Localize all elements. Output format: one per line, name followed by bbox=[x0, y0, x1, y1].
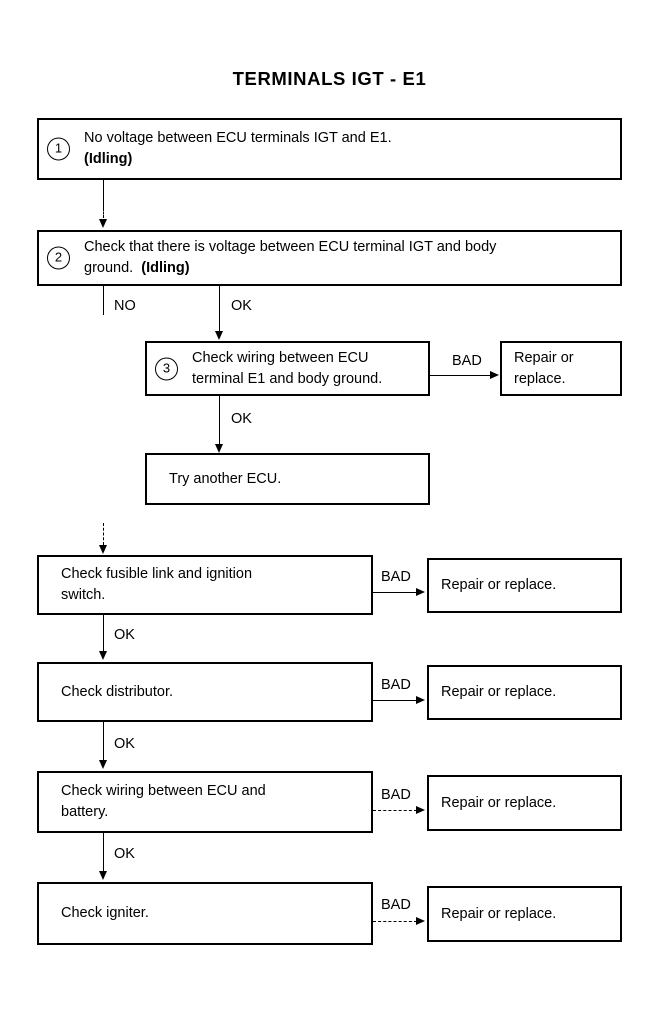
arrowhead-wiring-repair bbox=[416, 806, 425, 814]
connector-fusible-ok bbox=[103, 615, 104, 652]
node-repair-igniter-text: Repair or replace. bbox=[441, 905, 557, 922]
arrowhead-step2-step3 bbox=[215, 331, 223, 340]
edge-label-no: NO bbox=[114, 298, 136, 314]
node-step3-line1: Check wiring between ECU bbox=[192, 349, 369, 366]
node-check-igniter[interactable]: Check igniter. bbox=[37, 882, 373, 945]
arrowhead-wiring-igniter bbox=[99, 871, 107, 880]
node-check-wiring-battery-text: Check wiring between ECU and battery. bbox=[39, 781, 266, 823]
node-repair-fusible-text: Repair or replace. bbox=[441, 577, 557, 593]
node-check-distributor[interactable]: Check distributor. bbox=[37, 662, 373, 722]
connector-distributor-ok bbox=[103, 722, 104, 760]
node-step2-text: Check that there is voltage between ECU … bbox=[39, 237, 496, 279]
connector-step3-bad bbox=[430, 375, 491, 376]
node-repair-fusible[interactable]: Repair or replace. bbox=[427, 558, 622, 613]
node-step1-line2: (Idling) bbox=[84, 151, 133, 167]
arrowhead-step1-step2 bbox=[99, 219, 107, 228]
node-check-distributor-text: Check distributor. bbox=[61, 683, 174, 700]
connector-step2-ok bbox=[219, 286, 220, 332]
node-try-another-ecu-text: Try another ECU. bbox=[169, 470, 282, 487]
node-step2-line2: ground. bbox=[84, 260, 134, 276]
arrowhead-fusible-distributor bbox=[99, 651, 107, 660]
arrowhead-igniter-repair bbox=[416, 917, 425, 925]
step-number-3: 3 bbox=[155, 357, 178, 380]
node-step1-text: No voltage between ECU terminals IGT and… bbox=[39, 128, 392, 170]
node-repair-step3-text: Repair or replace. bbox=[514, 349, 574, 387]
edge-label-bad-step3: BAD bbox=[452, 353, 482, 369]
connector-step1-step2-dash bbox=[103, 208, 104, 218]
edge-label-ok-distributor: OK bbox=[114, 736, 135, 752]
node-step2[interactable]: 2 Check that there is voltage between EC… bbox=[37, 230, 622, 286]
edge-label-bad-igniter: BAD bbox=[381, 897, 411, 913]
node-try-another-ecu[interactable]: Try another ECU. bbox=[145, 453, 430, 505]
node-step3[interactable]: 3 Check wiring between ECU terminal E1 an… bbox=[145, 341, 430, 396]
connector-step1-step2 bbox=[103, 180, 104, 208]
arrowhead-distributor-repair bbox=[416, 696, 425, 704]
node-step1-line1: No voltage between ECU terminals IGT and… bbox=[84, 130, 392, 146]
step-number-2: 2 bbox=[47, 246, 70, 270]
edge-label-bad-distributor: BAD bbox=[381, 677, 411, 693]
node-step3-text: Check wiring between ECU terminal E1 and … bbox=[147, 348, 382, 390]
arrowhead-distributor-wiring bbox=[99, 760, 107, 769]
node-check-fusible-link[interactable]: Check fusible link and ignition switch. bbox=[37, 555, 373, 615]
arrowhead-step3-repair bbox=[490, 371, 499, 379]
edge-label-bad-wiring: BAD bbox=[381, 787, 411, 803]
connector-no-to-fusible-dash bbox=[103, 523, 104, 545]
node-check-wiring-battery[interactable]: Check wiring between ECU and battery. bbox=[37, 771, 373, 833]
connector-distributor-bad bbox=[373, 700, 417, 701]
node-step2-line2b: (Idling) bbox=[141, 260, 190, 276]
node-check-fusible-link-line1: Check fusible link and ignition bbox=[61, 566, 253, 582]
node-check-wiring-battery-line1: Check wiring between ECU and bbox=[61, 783, 266, 799]
node-repair-distributor[interactable]: Repair or replace. bbox=[427, 665, 622, 720]
page-title: TERMINALS IGT - E1 bbox=[232, 68, 427, 89]
node-check-igniter-text: Check igniter. bbox=[61, 905, 149, 921]
node-repair-wiring[interactable]: Repair or replace. bbox=[427, 775, 622, 831]
edge-label-ok-wiring: OK bbox=[114, 846, 135, 862]
step-number-1: 1 bbox=[47, 137, 70, 161]
edge-label-ok-step3: OK bbox=[231, 411, 252, 427]
node-step1[interactable]: 1 No voltage between ECU terminals IGT a… bbox=[37, 118, 622, 180]
arrowhead-no-to-fusible bbox=[99, 545, 107, 554]
connector-igniter-bad bbox=[373, 921, 417, 922]
arrowhead-fusible-repair bbox=[416, 588, 425, 596]
node-check-wiring-battery-line2: battery. bbox=[61, 804, 109, 820]
connector-step3-ok bbox=[219, 396, 220, 445]
edge-label-bad-fusible: BAD bbox=[381, 569, 411, 585]
edge-label-ok-step2: OK bbox=[231, 298, 252, 314]
node-step2-line1: Check that there is voltage between ECU … bbox=[84, 239, 497, 255]
node-step3-line2: terminal E1 and body ground. bbox=[192, 370, 383, 387]
connector-wiring-ok bbox=[103, 833, 104, 871]
node-repair-distributor-text: Repair or replace. bbox=[441, 684, 557, 700]
node-check-fusible-link-text: Check fusible link and ignition switch. bbox=[39, 564, 252, 606]
node-repair-igniter[interactable]: Repair or replace. bbox=[427, 886, 622, 942]
connector-fusible-bad bbox=[373, 592, 417, 593]
node-repair-step3[interactable]: Repair or replace. bbox=[500, 341, 622, 396]
node-repair-wiring-text: Repair or replace. bbox=[441, 794, 557, 811]
connector-wiring-bad bbox=[373, 810, 417, 811]
arrowhead-step3-tryecu bbox=[215, 444, 223, 453]
connector-step2-no bbox=[103, 286, 104, 315]
node-check-fusible-link-line2: switch. bbox=[61, 587, 106, 603]
edge-label-ok-fusible: OK bbox=[114, 627, 135, 643]
